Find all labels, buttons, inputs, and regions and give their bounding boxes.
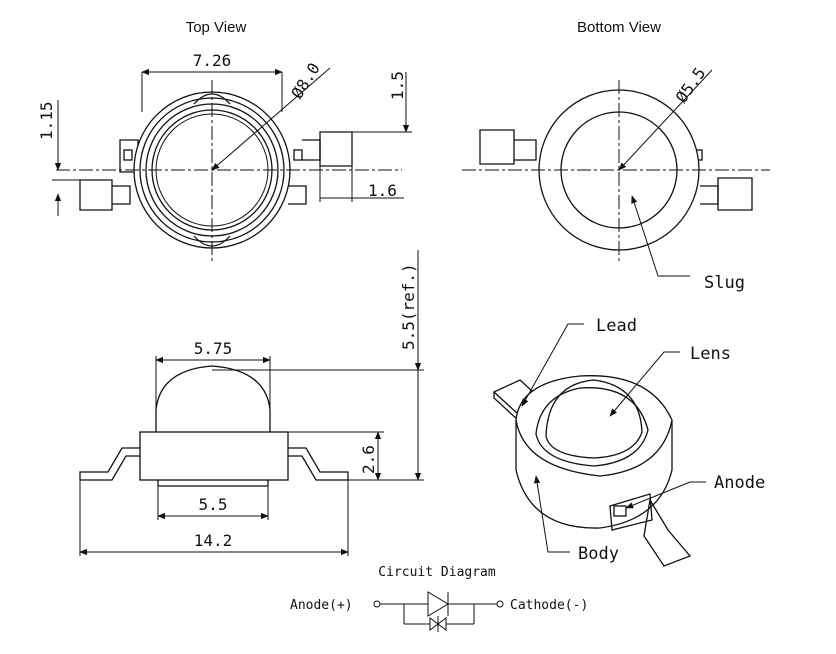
top-view-title: Top View xyxy=(186,19,247,36)
side-view: 5.75 5.5(ref.) 2.6 5.5 14.2 xyxy=(79,250,424,556)
circuit-cathode-label: Cathode(-) xyxy=(510,598,588,613)
top-view: Top View 7.26 Ø8 xyxy=(37,19,412,262)
circuit-diagram: Circuit Diagram Anode(+) Cathode(-) xyxy=(290,565,588,632)
bottom-view-lead-right xyxy=(691,149,753,211)
diode-symbol xyxy=(427,591,449,617)
side-view-body xyxy=(139,431,289,481)
dim-side-base-width: 5.5 xyxy=(199,495,228,514)
label-anode: Anode xyxy=(714,473,765,493)
dim-bottom-slug-diameter: Ø5.5 xyxy=(672,64,710,106)
zener-symbol xyxy=(429,617,447,631)
perspective-body xyxy=(515,375,673,529)
side-view-lead-left xyxy=(79,447,140,481)
bottom-view-title: Bottom View xyxy=(577,19,661,36)
dim-top-lens-diameter: Ø8.0 xyxy=(287,59,324,102)
perspective-view: Lead Lens Anode Body xyxy=(492,316,765,567)
dim-side-body-height: 2.6 xyxy=(359,445,378,474)
dim-side-total-height: 5.5(ref.) xyxy=(399,263,418,350)
label-lens: Lens xyxy=(690,344,731,364)
circuit-anode-label: Anode(+) xyxy=(290,598,353,613)
side-view-lead-right xyxy=(288,447,349,481)
dim-top-lead-width: 1.6 xyxy=(368,181,397,200)
dim-top-width: 7.26 xyxy=(193,51,232,70)
perspective-lens xyxy=(545,379,643,459)
top-view-lead-left xyxy=(79,139,139,211)
bottom-view: Bottom View Ø5.5 Slug xyxy=(462,19,770,293)
dim-side-total-length: 14.2 xyxy=(194,531,233,550)
circuit-title: Circuit Diagram xyxy=(378,565,496,580)
dim-side-lens-width: 5.75 xyxy=(194,339,233,358)
perspective-lead-right xyxy=(643,498,692,567)
dim-top-lead-height: 1.5 xyxy=(388,71,407,100)
label-slug: Slug xyxy=(704,273,745,293)
side-view-lens xyxy=(155,365,271,432)
dim-top-lead-thickness: 1.15 xyxy=(37,101,56,140)
label-lead: Lead xyxy=(596,316,637,336)
label-body: Body xyxy=(578,544,619,564)
bottom-view-lead-left xyxy=(479,129,537,165)
